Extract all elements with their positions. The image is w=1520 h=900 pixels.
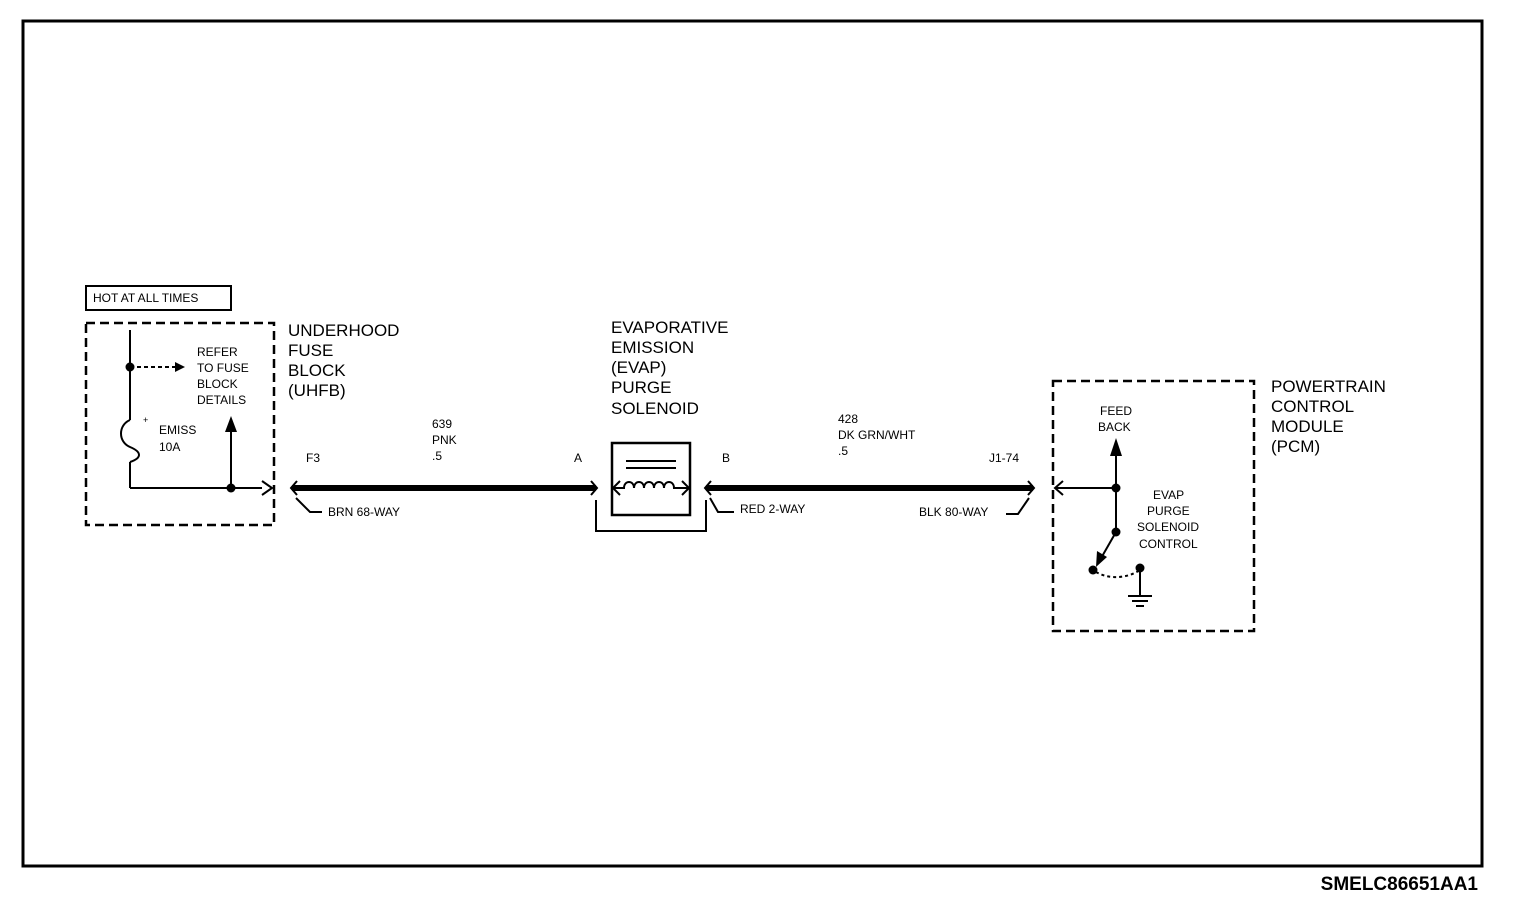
connector-pin-icon: [611, 480, 621, 496]
svg-text:639: 639: [432, 417, 452, 431]
evap-purge-solenoid-control-label: EVAP PURGE SOLENOID CONTROL: [1137, 488, 1199, 551]
diagram-frame: [21, 19, 1484, 868]
svg-text:UNDERHOOD: UNDERHOOD: [288, 321, 399, 340]
wire-left-spec: 639 PNK .5: [432, 417, 457, 463]
svg-text:10A: 10A: [159, 440, 180, 454]
svg-text:CONTROL: CONTROL: [1139, 537, 1198, 551]
wire-right-spec: 428 DK GRN/WHT .5: [838, 412, 916, 458]
terminal-j1-74: J1-74: [989, 451, 1019, 465]
svg-text:DETAILS: DETAILS: [197, 393, 246, 407]
svg-text:(UHFB): (UHFB): [288, 381, 346, 400]
svg-text:TO FUSE: TO FUSE: [197, 361, 249, 375]
svg-text:SOLENOID: SOLENOID: [611, 399, 699, 418]
refer-arrow-icon: [175, 362, 185, 372]
svg-text:CONTROL: CONTROL: [1271, 397, 1354, 416]
connector-end-icon: [289, 480, 298, 496]
fuse-icon: [120, 419, 140, 463]
switch-arrow-icon: [1096, 551, 1107, 567]
svg-text:MODULE: MODULE: [1271, 417, 1344, 436]
connector-leader: [1006, 497, 1030, 515]
svg-text:FEED: FEED: [1100, 404, 1132, 418]
terminal-a: A: [574, 451, 582, 465]
solenoid-body: [610, 441, 692, 517]
svg-text:SOLENOID: SOLENOID: [1137, 520, 1199, 534]
svg-text:BACK: BACK: [1098, 420, 1131, 434]
svg-text:.5: .5: [838, 444, 848, 458]
svg-text:PURGE: PURGE: [1147, 504, 1190, 518]
switch-contact-dot: [1088, 565, 1098, 575]
pcm-title: POWERTRAIN CONTROL MODULE (PCM): [1271, 377, 1386, 456]
svg-text:.5: .5: [432, 449, 442, 463]
terminal-f3: F3: [306, 451, 320, 465]
evap-purge-solenoid: EVAPORATIVE EMISSION (EVAP) PURGE SOLENO…: [595, 318, 728, 532]
connector-leader: [295, 497, 322, 513]
svg-text:EVAPORATIVE: EVAPORATIVE: [611, 318, 728, 337]
connector-brn-68-way: BRN 68-WAY: [328, 505, 400, 519]
uhfb-title: UNDERHOOD FUSE BLOCK (UHFB): [288, 321, 399, 400]
feedback-label: FEED BACK: [1098, 404, 1132, 434]
connector-leader: [709, 497, 734, 513]
connector-red-2-way: RED 2-WAY: [740, 502, 805, 516]
connector-pin-icon: [261, 480, 274, 496]
figure-code: SMELC86651AA1: [1321, 874, 1479, 895]
uhfb-module-box: [84, 321, 276, 527]
svg-text:EMISSION: EMISSION: [611, 338, 694, 357]
svg-text:EMISS: EMISS: [159, 423, 196, 437]
svg-text:PURGE: PURGE: [611, 378, 671, 397]
pcm-internal-circuit: [1053, 438, 1152, 607]
terminal-b: B: [722, 451, 730, 465]
svg-text:+: +: [143, 415, 148, 425]
pcm-module-box: [1051, 379, 1256, 633]
coil-icon: [612, 481, 690, 489]
svg-text:(EVAP): (EVAP): [611, 358, 666, 377]
feedback-arrow-icon: [1110, 438, 1122, 456]
connector-pin-icon: [1053, 480, 1064, 496]
fuse-label: EMISS 10A: [159, 423, 196, 454]
svg-text:PNK: PNK: [432, 433, 457, 447]
svg-text:BLOCK: BLOCK: [288, 361, 346, 380]
svg-text:HOT AT ALL TIMES: HOT AT ALL TIMES: [93, 291, 198, 305]
solenoid-housing: [595, 500, 707, 532]
switch-control-link: [1095, 569, 1141, 578]
connector-pin-icon: [681, 480, 691, 496]
uhfb-internal-circuit: +: [120, 330, 274, 496]
svg-text:REFER: REFER: [197, 345, 238, 359]
refer-up-arrow-icon: [225, 416, 237, 432]
connector-blk-80-way: BLK 80-WAY: [919, 505, 988, 519]
connector-end-icon: [1027, 480, 1036, 496]
hot-at-all-times-label: HOT AT ALL TIMES: [85, 285, 232, 311]
svg-text:DK GRN/WHT: DK GRN/WHT: [838, 428, 916, 442]
svg-text:BLOCK: BLOCK: [197, 377, 238, 391]
svg-text:428: 428: [838, 412, 858, 426]
connector-end-icon: [590, 480, 599, 496]
svg-text:EVAP: EVAP: [1153, 488, 1184, 502]
svg-text:FUSE: FUSE: [288, 341, 333, 360]
refer-to-fuse-block-note: REFER TO FUSE BLOCK DETAILS: [197, 345, 249, 407]
svg-text:POWERTRAIN: POWERTRAIN: [1271, 377, 1386, 396]
svg-text:(PCM): (PCM): [1271, 437, 1320, 456]
connector-end-icon: [703, 480, 712, 496]
